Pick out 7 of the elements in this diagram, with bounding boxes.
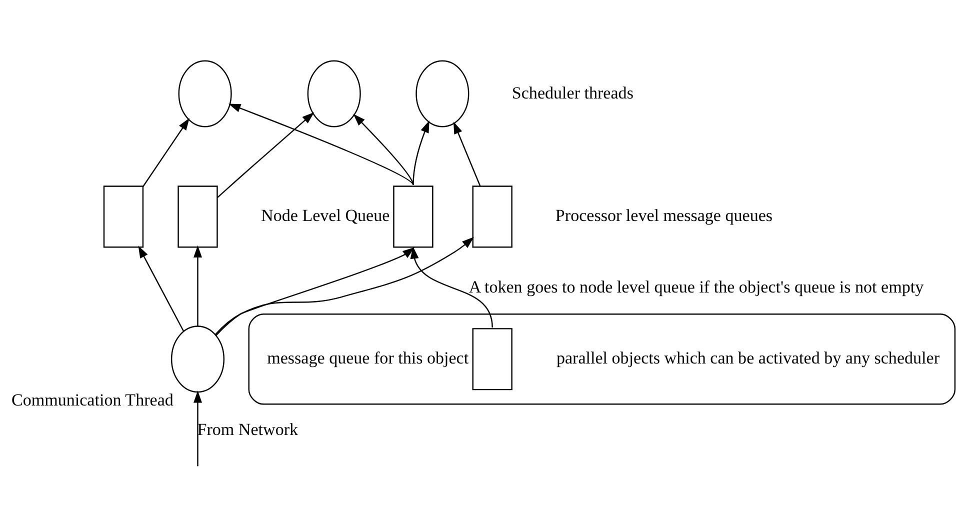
edge-label: A token goes to node level queue if the object's queue is not empty	[468, 277, 924, 296]
label: Processor level message queues	[555, 206, 773, 226]
node-label: Communication Thread	[11, 390, 174, 410]
label: Scheduler threads	[512, 83, 634, 102]
node-label: Node Level Queue	[261, 206, 390, 226]
node-label: message queue for this object	[267, 348, 469, 368]
node-label: parallel objects which can be activated by any scheduler	[556, 348, 940, 368]
